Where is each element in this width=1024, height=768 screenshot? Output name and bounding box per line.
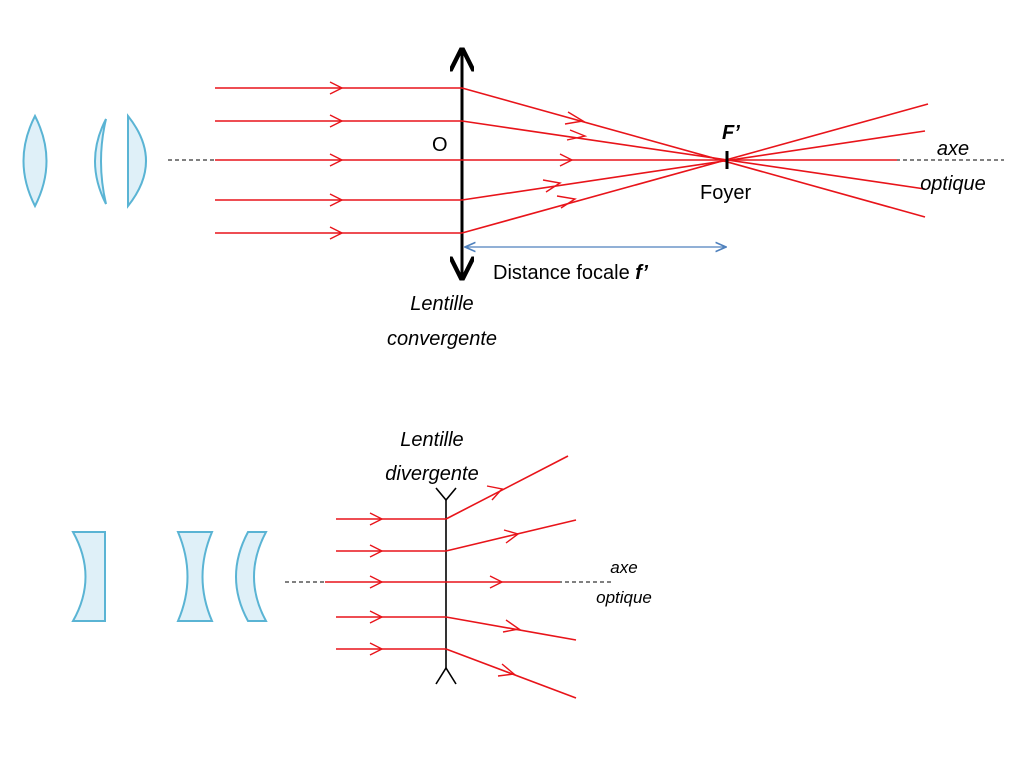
focus-name-label: Foyer	[700, 182, 751, 204]
ray-arrowhead	[503, 529, 520, 544]
ray-arrowhead	[566, 129, 588, 141]
ray-arrowhead	[564, 111, 585, 125]
meniscus-lens-shape	[94, 118, 107, 205]
ray-arrowhead	[329, 153, 344, 167]
ray-arrowhead	[542, 179, 562, 193]
ray-arrowhead	[369, 544, 384, 558]
ray-arrowhead	[369, 642, 384, 656]
diverging-lens-shapes	[71, 531, 268, 622]
refracted-ray	[461, 120, 926, 190]
converging-lens-label-line2: convergente	[387, 328, 497, 350]
refracted-ray	[461, 87, 926, 218]
refracted-rays	[461, 87, 929, 234]
focal-distance-symbol: f’	[635, 262, 648, 284]
optical-axis-label-line2: optique	[920, 173, 986, 195]
converging-lens-shapes	[22, 113, 147, 209]
refracted-ray	[461, 103, 929, 234]
refracted-ray	[445, 648, 577, 699]
focal-distance-text: Distance focale	[493, 262, 635, 284]
diverging-lens	[435, 487, 457, 685]
diverging-lens-label-line2: divergente	[385, 463, 478, 485]
ray-arrowhead	[369, 512, 384, 526]
refracted-ray	[445, 616, 577, 641]
ray-arrowhead	[329, 81, 344, 95]
diverging-refracted-rays	[445, 455, 577, 699]
ray-arrowhead	[556, 195, 577, 209]
plano-concave-lens-shape	[71, 531, 106, 622]
converging-section: O F’ Foyer Distance focale f’ Lentille c…	[22, 50, 1004, 350]
plano-convex-lens-shape	[127, 113, 147, 209]
ray-arrowhead	[369, 575, 384, 589]
ray-arrowhead	[502, 619, 521, 633]
refracted-ray	[461, 130, 926, 201]
refracted-ray	[445, 455, 569, 520]
diverging-axis-label-line1: axe	[610, 558, 637, 577]
biconcave-lens-shape	[176, 531, 214, 622]
ray-arrowhead	[329, 193, 344, 207]
biconvex-lens-shape	[22, 113, 48, 209]
focal-distance-label: Distance focale f’	[493, 262, 648, 284]
concave-meniscus-lens-shape	[235, 531, 268, 622]
ray-arrowhead	[329, 226, 344, 240]
ray-arrowhead	[497, 663, 516, 677]
center-label: O	[432, 134, 448, 156]
ray-arrowhead	[329, 114, 344, 128]
diverging-incident-rays	[325, 512, 446, 656]
focus-label: F’	[722, 122, 740, 144]
optical-axis-label-line1: axe	[937, 138, 969, 160]
ray-arrowhead	[489, 575, 504, 589]
ray-arrowhead	[486, 485, 504, 501]
diverging-axis-label-line2: optique	[596, 588, 652, 607]
diverging-lens-label-line1: Lentille	[400, 429, 463, 451]
ray-arrowhead	[559, 153, 574, 167]
ray-arrowhead	[369, 610, 384, 624]
converging-lens-label-line1: Lentille	[410, 293, 473, 315]
incident-rays	[215, 81, 462, 240]
refracted-ray	[445, 519, 577, 552]
diverging-section: Lentille divergente axe optique	[71, 429, 652, 699]
